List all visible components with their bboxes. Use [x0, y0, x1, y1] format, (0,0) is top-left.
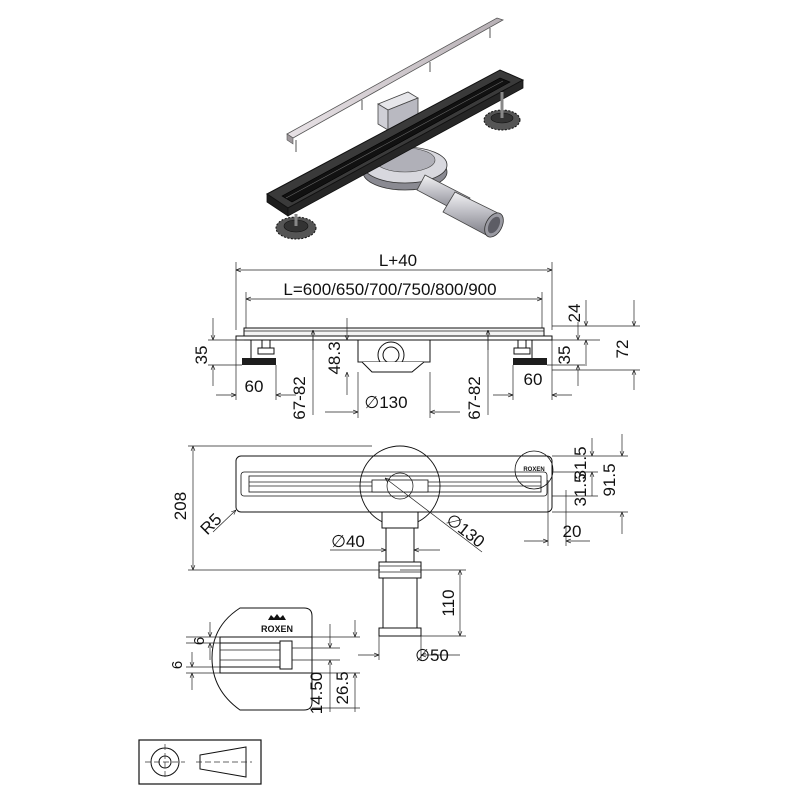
- dim-48-3: 48.3: [325, 341, 344, 374]
- isometric-view: [266, 17, 525, 240]
- dim-208: 208: [171, 492, 190, 520]
- dim-6-upper: 6: [191, 637, 208, 645]
- dim-26-5: 26.5: [333, 671, 352, 704]
- end-cap-detail: ROXEN 6 6 14.50 26.5: [169, 607, 360, 715]
- trap-insert: [377, 91, 419, 131]
- dim-35-right: 35: [555, 346, 574, 365]
- right-foot: [513, 339, 547, 365]
- dim-20: 20: [563, 522, 582, 541]
- grate-bar: [286, 17, 504, 152]
- dim-overall-length: L+40: [379, 251, 417, 270]
- brand-logo: ROXEN: [261, 624, 293, 634]
- dim-24: 24: [565, 304, 584, 323]
- dim-14-50: 14.50: [307, 672, 326, 715]
- leveling-feet: [275, 92, 521, 240]
- dim-d130-top: ∅130: [443, 510, 489, 552]
- left-foot: [242, 339, 276, 365]
- dim-r5: R5: [197, 510, 226, 539]
- front-view: L+40 L=600/650/700/750/800/900: [192, 251, 640, 420]
- dim-110: 110: [439, 589, 458, 616]
- dim-length-options: L=600/650/700/750/800/900: [283, 280, 496, 299]
- dim-60-left: 60: [245, 377, 264, 396]
- dim-60-right: 60: [524, 370, 543, 389]
- crown-icon: [268, 614, 286, 620]
- dim-67-82-right: 67-82: [465, 376, 484, 419]
- channel-plate: [266, 69, 525, 217]
- logo-small-top: ROXEN: [523, 467, 544, 473]
- dim-91-5: 91.5: [600, 463, 619, 496]
- projection-symbol: [138, 739, 262, 785]
- dim-35-left: 35: [192, 346, 211, 365]
- top-view: ROXEN 208 R5 ∅40 ∅130 31.5 31.5: [171, 434, 628, 665]
- dim-d130-side: ∅130: [364, 393, 407, 412]
- dim-d40: ∅40: [331, 532, 365, 551]
- dim-d50: ∅50: [415, 646, 449, 665]
- outlet-side: [357, 339, 431, 373]
- dim-67-82-left: 67-82: [290, 376, 309, 419]
- dim-72: 72: [613, 340, 632, 359]
- dim-31-5-top: 31.5: [571, 446, 590, 479]
- dim-6-lower: 6: [169, 661, 186, 669]
- outlet-pipe: [416, 174, 504, 238]
- dim-31-5-bottom: 31.5: [571, 473, 590, 506]
